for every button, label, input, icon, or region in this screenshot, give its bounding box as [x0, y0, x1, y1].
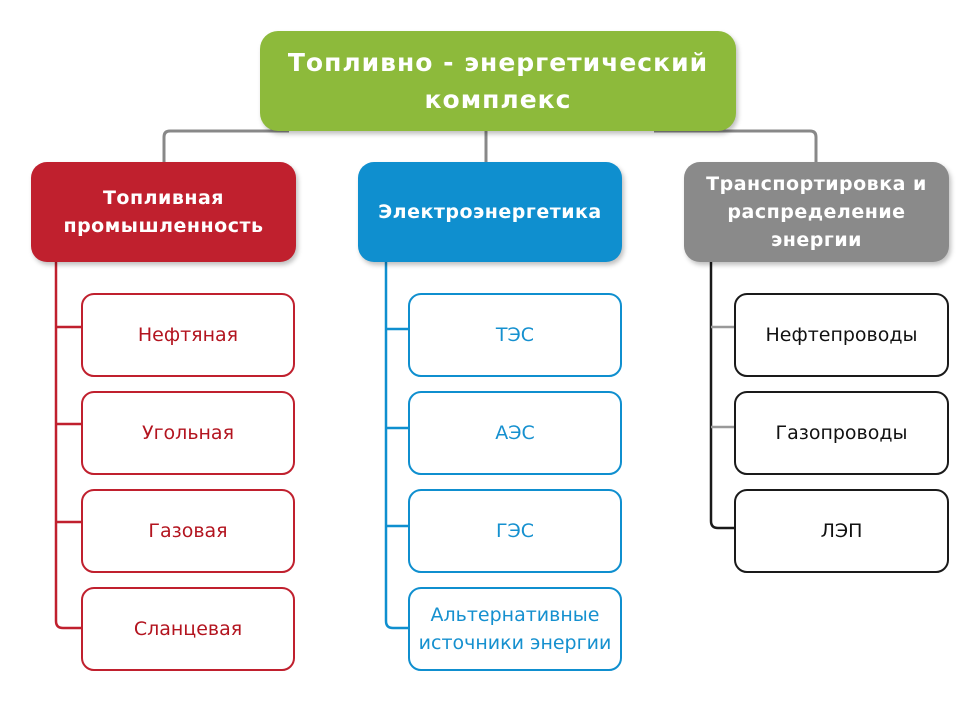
item-label: АЭС [495, 422, 535, 444]
item-gas-pipelines: Газопроводы [734, 391, 949, 475]
item-oil-pipelines: Нефтепроводы [734, 293, 949, 377]
item-power-lines: ЛЭП [734, 489, 949, 573]
connector-root-fuel [162, 129, 289, 162]
category-title: Электроэнергетика [378, 201, 602, 223]
connector-electro-trunk [384, 262, 409, 630]
item-label: Нефтепроводы [765, 324, 918, 346]
category-title: Транспортировка и распределение энергии [706, 173, 927, 251]
item-shale: Сланцевая [81, 587, 295, 671]
item-oil: Нефтяная [81, 293, 295, 377]
category-electric-power: Электроэнергетика [358, 162, 622, 262]
item-aes: АЭС [408, 391, 622, 475]
item-label: Сланцевая [133, 618, 243, 640]
category-transport-distribution: Транспортировка и распределение энергии [684, 162, 949, 262]
item-label: Газопроводы [775, 422, 908, 444]
item-coal: Угольная [81, 391, 295, 475]
item-tes: ТЭС [408, 293, 622, 377]
item-label: Газовая [148, 520, 228, 542]
item-label: ЛЭП [820, 520, 863, 542]
item-ges: ГЭС [408, 489, 622, 573]
root-node: Топливно - энергетический комплекс [260, 31, 736, 131]
item-alternative: Альтернативные источники энергии [408, 587, 622, 671]
connector-transport-trunk [709, 262, 735, 530]
item-label: ТЭС [495, 324, 535, 346]
category-title: Топливная промышленность [63, 187, 264, 237]
category-fuel-industry: Топливная промышленность [31, 162, 296, 262]
item-label: Угольная [141, 422, 235, 444]
item-label: ГЭС [495, 520, 535, 542]
item-gas: Газовая [81, 489, 295, 573]
connector-fuel-trunk [54, 262, 82, 630]
item-label: Нефтяная [137, 324, 239, 346]
item-label: Альтернативные источники энергии [418, 604, 612, 654]
root-title: Топливно - энергетический комплекс [287, 48, 709, 114]
connector-root-transport [654, 129, 818, 162]
